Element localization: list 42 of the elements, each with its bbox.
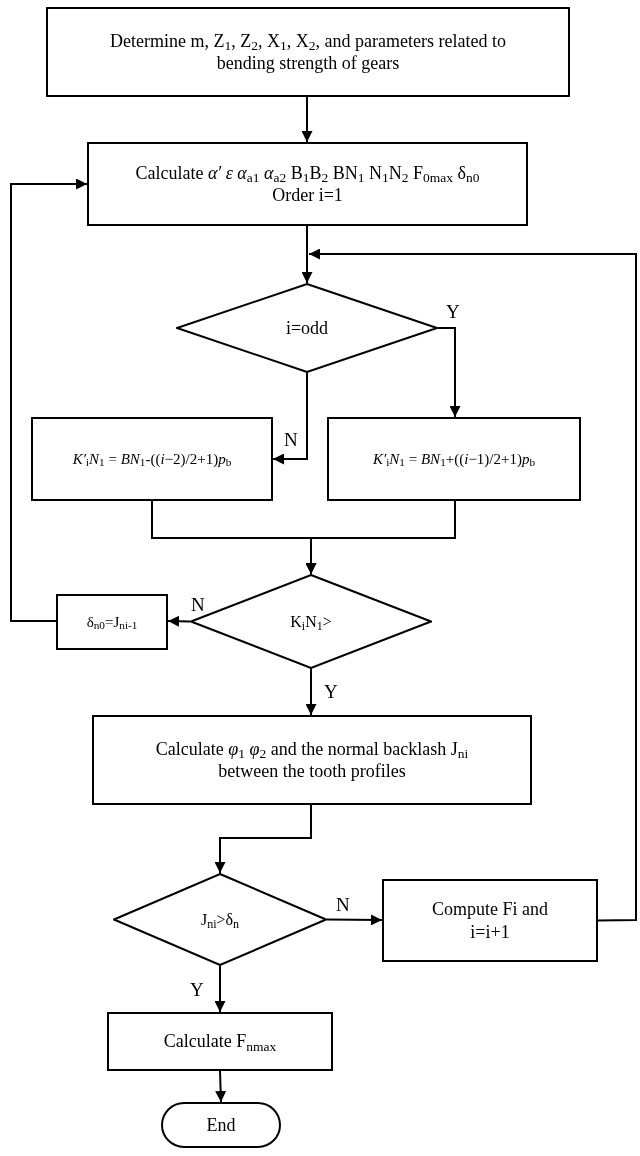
node-text: Calculate α′ ε α$_{a1}$ α$_{a2}$ B$_{1}$B$_{2}$ BN$_{1}$ N$_{1}$N$_{2}$ F$_{0max}$ δ$_{n0}$ Order i=1 — [134, 161, 481, 207]
node-text: J$_{ni}$>δ$_{n}$ — [200, 909, 240, 930]
arrow — [214, 804, 312, 874]
edge-label: Y — [445, 302, 461, 321]
arrow — [308, 248, 637, 922]
node-text: End — [206, 1113, 236, 1137]
arrow — [305, 668, 317, 716]
node-text: Calculate F$_{nmax}$ — [163, 1030, 277, 1053]
arrow — [214, 965, 226, 1013]
process-box — [31, 417, 273, 501]
terminal-box — [161, 1102, 281, 1148]
process-box — [327, 417, 581, 501]
edge-label: N — [335, 895, 351, 914]
node-text: Determine m, Z$_{1}$, Z$_{2}$, X$_{1}$, X$_{2}$, and parameters related to bending strength of gears — [109, 29, 507, 75]
edge-label: N — [283, 430, 299, 449]
node-text: K′$_{i}$N$_{1}$ = BN$_{1}$-((i−2)/2+1)p$_{b}$ — [72, 449, 232, 469]
arrow — [326, 914, 383, 926]
node-text: K′$_{i}$N$_{1}$ = BN$_{1}$+((i−1)/2+1)p$_{b}$ — [372, 449, 536, 469]
edge-label: Y — [189, 980, 205, 999]
arrow — [301, 96, 313, 143]
process-box — [107, 1012, 333, 1071]
arrow — [305, 500, 456, 575]
node-text: K$_{i}$N$_{1}$> — [290, 611, 332, 632]
edge-label: Y — [323, 682, 339, 701]
process-box — [46, 7, 570, 97]
process-box — [92, 715, 532, 805]
process-box — [87, 142, 528, 226]
arrow — [272, 372, 308, 465]
decision-diamond — [190, 574, 432, 669]
process-box — [56, 594, 168, 650]
arrow — [437, 327, 461, 418]
decision-diamond — [113, 873, 327, 966]
node-text: Compute Fi and i=i+1 — [431, 898, 549, 943]
arrow — [301, 225, 313, 284]
node-text: δ$_{n0}$=J$_{ni-1}$ — [86, 612, 138, 632]
arrow — [215, 1070, 227, 1103]
decision-diamond — [176, 283, 438, 373]
arrow — [167, 615, 191, 627]
arrow — [10, 178, 88, 622]
node-text: Calculate φ$_{1}$ φ$_{2}$ and the normal backlash J$_{ni}$ between the tooth profiles — [154, 737, 470, 783]
node-text: i=odd — [285, 316, 329, 340]
process-box — [382, 879, 598, 962]
